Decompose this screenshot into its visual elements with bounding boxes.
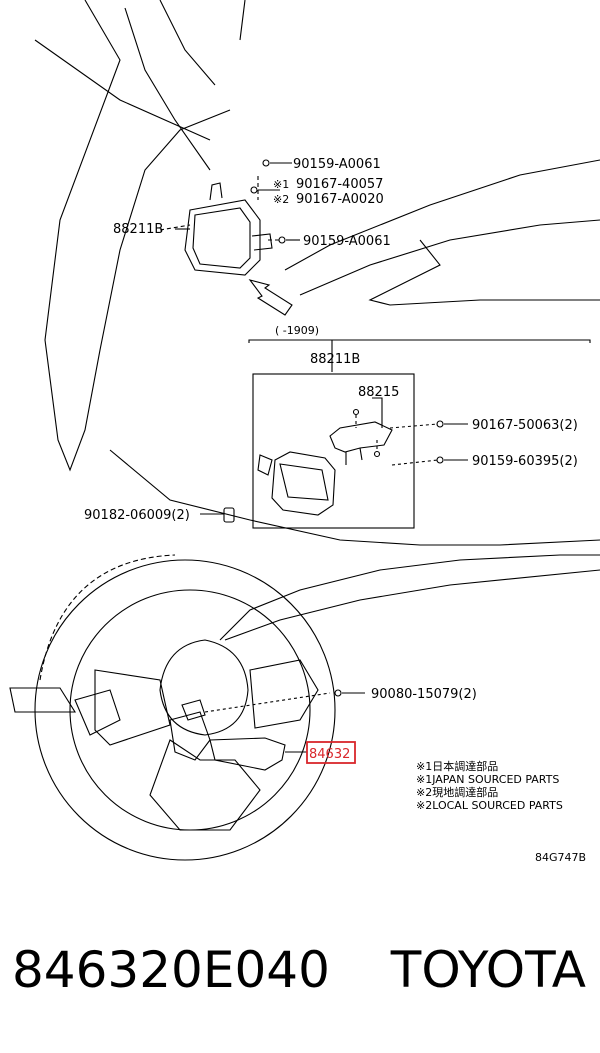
- switch-highlight: [306, 741, 356, 764]
- bolt-wheel-icon: [334, 689, 342, 697]
- detail-title: 88211B: [310, 352, 360, 367]
- detail-bracket: [329, 421, 393, 453]
- direction-arrow: [248, 279, 293, 316]
- steering-wheel-outer: [34, 559, 336, 861]
- module-tab: [209, 182, 223, 201]
- steering-spoke-left: [94, 669, 171, 746]
- roof-line: [159, 0, 216, 86]
- note-line: ※1JAPAN SOURCED PARTS: [416, 773, 559, 786]
- detail-tab: [257, 454, 273, 476]
- module-body: [184, 199, 261, 276]
- dashboard-curve: [109, 449, 600, 546]
- note-line: ※2LOCAL SOURCED PARTS: [416, 799, 563, 812]
- clip-icon: [223, 507, 235, 523]
- detail-box: [252, 373, 415, 529]
- leader-line: [372, 397, 383, 428]
- note1-mark: ※1: [273, 178, 289, 191]
- steering-spoke-right: [249, 659, 319, 729]
- label-screw-right-1: 90167-50063(2): [472, 418, 578, 433]
- windshield-outline: [44, 0, 231, 472]
- brand-name: TOYOTA: [390, 941, 586, 999]
- dash-top-line: [34, 39, 211, 141]
- label-bolt-top: 90159-A0061: [293, 157, 381, 172]
- part-caption: 846320E040 TOYOTA: [0, 930, 600, 1010]
- a-pillar-outline: [124, 7, 211, 171]
- column-shroud: [74, 689, 121, 736]
- range-label: ( -1909): [275, 324, 319, 337]
- label-module: 88211B: [113, 222, 163, 237]
- dashed-guide: [159, 224, 191, 231]
- column-stalk: [9, 687, 76, 713]
- label-note1-part: 90167-40057: [296, 177, 383, 192]
- switch-bracket: [181, 699, 206, 721]
- label-note2-part: 90167-A0020: [296, 192, 384, 207]
- note-line: ※2現地調達部品: [416, 785, 498, 799]
- range-bracket: [248, 339, 591, 343]
- note-line: ※1日本調達部品: [416, 759, 498, 773]
- screw-right-2-icon: [436, 456, 444, 464]
- note2-mark: ※2: [273, 193, 289, 206]
- steering-wheel-rim-back: [39, 554, 176, 681]
- part-number: 846320E040: [12, 941, 330, 999]
- dashboard-upper: [284, 159, 600, 271]
- switch-lever: [209, 737, 286, 771]
- module-front: [192, 207, 251, 269]
- label-wheel-bolt: 90080-15079(2): [371, 687, 477, 702]
- parts-diagram: 90159-A0061 ※1 90167-40057 ※2 90167-A002…: [9, 0, 600, 864]
- label-bracket: 88215: [358, 385, 399, 400]
- steering-wheel-inner: [69, 589, 311, 831]
- detail-bracket-arm: [345, 447, 363, 465]
- detail-screw-icon: [352, 408, 360, 416]
- roof-line-2: [239, 0, 246, 41]
- dashboard-curve-2: [219, 554, 600, 641]
- switch-assembly: [169, 711, 211, 761]
- dashboard-lower: [299, 219, 600, 296]
- figure-code: 84G747B: [535, 851, 586, 864]
- label-bolt-side: 90159-A0061: [303, 234, 391, 249]
- label-clip-left: 90182-06009(2): [84, 508, 190, 523]
- label-switch: 84632: [309, 747, 350, 762]
- steering-spoke-bottom: [149, 739, 261, 831]
- screw-right-1-icon: [436, 420, 444, 428]
- steering-hub: [159, 639, 249, 736]
- detail-module-face: [279, 463, 329, 501]
- screw-top-icon: [262, 159, 270, 167]
- label-screw-right-2: 90159-60395(2): [472, 454, 578, 469]
- module-connector: [251, 233, 273, 251]
- screw-mid-icon: [250, 186, 258, 194]
- detail-screw-icon: [373, 450, 381, 458]
- dashboard-curve-3: [224, 569, 600, 641]
- detail-dashed: [355, 415, 439, 466]
- dashboard-vent: [368, 239, 600, 306]
- detail-module: [271, 451, 336, 516]
- screw-side-icon: [278, 236, 286, 244]
- leader-line: [204, 692, 331, 713]
